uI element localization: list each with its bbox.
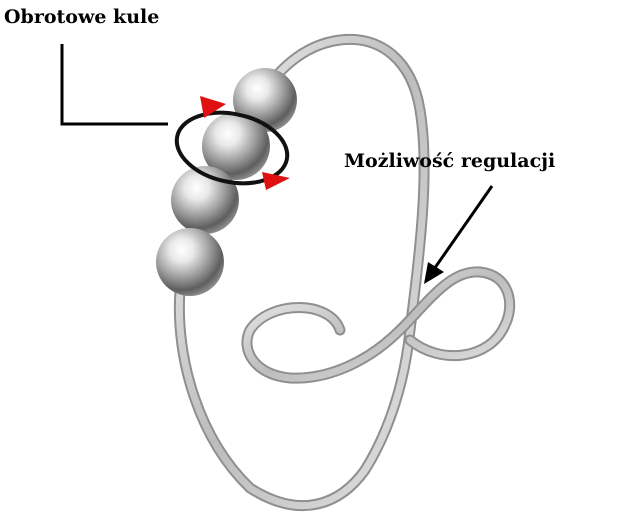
infinity-loop <box>241 266 516 384</box>
bead-2 <box>202 112 270 180</box>
rotation-arrows-icon <box>174 96 290 190</box>
bead-4 <box>156 228 224 296</box>
leader-line-balls <box>60 44 168 126</box>
adjust-arrow <box>424 185 494 284</box>
bead-3 <box>171 166 239 234</box>
label-adjustability: Możliwość regulacji <box>344 150 556 172</box>
label-rotating-balls: Obrotowe kule <box>4 6 160 28</box>
